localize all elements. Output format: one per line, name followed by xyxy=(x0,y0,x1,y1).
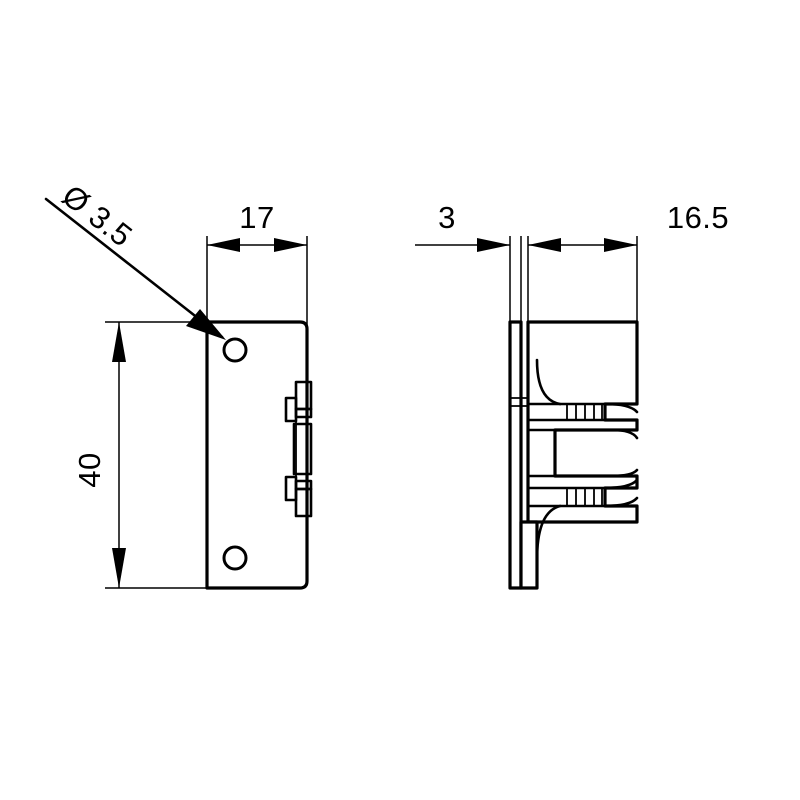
dim-3-text: 3 xyxy=(438,200,456,235)
side-view xyxy=(508,320,639,590)
dim-40-text: 40 xyxy=(72,452,107,487)
dim-16-5-text: 16.5 xyxy=(667,200,729,235)
dimension-diameter-3-5: Ø 3.5 xyxy=(44,178,226,340)
lower-prong-fillet xyxy=(535,504,562,562)
dim-16-5-arrow-left xyxy=(528,238,561,252)
dimension-17: 17 xyxy=(206,200,308,330)
recess-bottom xyxy=(526,468,639,478)
dia-3-5-leader-line xyxy=(44,197,224,339)
dimension-16-5: 16.5 xyxy=(527,200,729,330)
lower-prong-bottom xyxy=(526,496,639,508)
dim-3-arrow xyxy=(477,238,510,252)
upper-prong-fillet xyxy=(535,358,562,406)
dia-3-5-arrow xyxy=(186,309,226,340)
side-view-upper-prong xyxy=(526,358,639,422)
dim-40-arrow-top xyxy=(112,322,126,362)
dim-17-arrow-right xyxy=(274,238,307,252)
side-view-flange xyxy=(508,320,523,590)
side-view-lower-skirt xyxy=(519,520,539,590)
upper-hole xyxy=(222,337,248,363)
dim-17-text: 17 xyxy=(239,200,274,235)
dim-16-5-arrow-right xyxy=(604,238,637,252)
recess-top xyxy=(526,428,639,440)
side-view-middle-recess xyxy=(526,428,639,478)
dim-40-arrow-bottom xyxy=(112,548,126,588)
side-view-lower-prong xyxy=(526,478,639,562)
side-view-body-outline xyxy=(526,320,639,524)
front-view-plate-outline xyxy=(205,320,309,590)
dimension-3: 3 xyxy=(415,200,522,330)
front-view-rail-profile xyxy=(284,380,313,518)
rail-middle-channel xyxy=(292,422,313,476)
front-view xyxy=(205,320,313,590)
dim-17-arrow-left xyxy=(207,238,240,252)
lower-hole xyxy=(222,545,248,571)
upper-prong-top xyxy=(526,402,639,414)
lower-prong-top xyxy=(526,478,639,490)
dimension-40: 40 xyxy=(72,321,212,589)
